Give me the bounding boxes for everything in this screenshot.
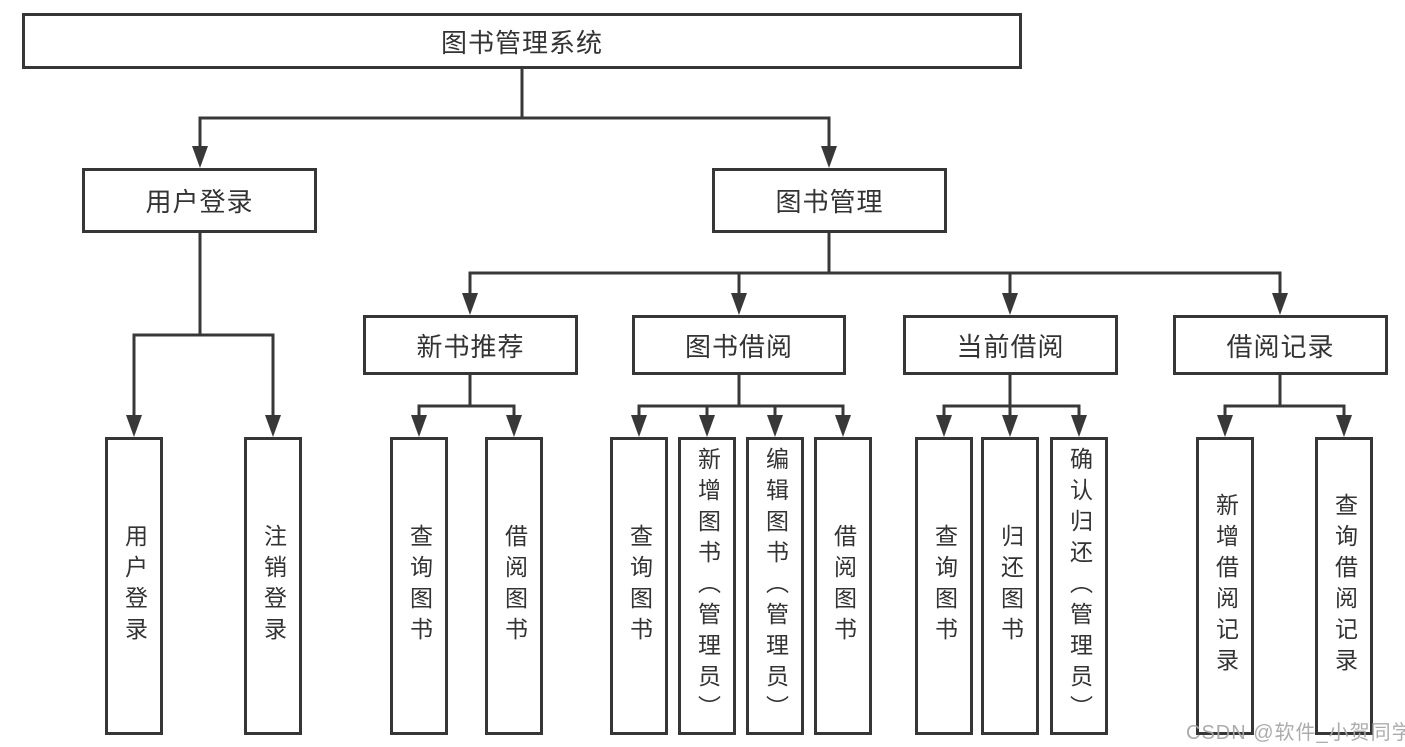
node-label: 查询图书 — [626, 524, 653, 648]
node-label: 查询借阅记录 — [1331, 493, 1358, 679]
node-current-borrowing: 当前借阅 — [903, 315, 1118, 375]
arrowhead-down-icon — [821, 146, 837, 168]
arrowhead-down-icon — [731, 293, 747, 315]
node-label: 新增图书（管理员） — [694, 446, 721, 726]
arrowhead-down-icon — [126, 415, 142, 437]
node-edit-books-admin: 编辑图书（管理员） — [746, 437, 804, 735]
node-confirm-return-admin: 确认归还（管理员） — [1050, 437, 1108, 735]
edge-root-to-level2 — [198, 69, 831, 147]
arrowhead-down-icon — [1002, 293, 1018, 315]
node-label: 图书管理 — [775, 187, 884, 217]
node-add-borrow-record: 新增借阅记录 — [1196, 437, 1254, 735]
node-return-books: 归还图书 — [981, 437, 1039, 735]
arrowhead-down-icon — [699, 415, 715, 437]
node-label: 查询图书 — [931, 524, 958, 648]
edge-borrow-records-to-children — [1223, 375, 1346, 416]
node-label: 图书管理系统 — [440, 27, 603, 58]
node-add-books-admin: 新增图书（管理员） — [678, 437, 736, 735]
arrowhead-down-icon — [767, 415, 783, 437]
node-label: 确认归还（管理员） — [1066, 446, 1093, 726]
arrowhead-down-icon — [631, 415, 647, 437]
arrowhead-down-icon — [1071, 415, 1087, 437]
node-user-login-action: 用户登录 — [105, 437, 163, 735]
node-label: 编辑图书（管理员） — [762, 446, 789, 726]
node-book-management-module: 图书管理 — [712, 168, 947, 233]
edge-current-borrow-to-children — [942, 375, 1081, 416]
arrowhead-down-icon — [1217, 415, 1233, 437]
arrowhead-down-icon — [506, 415, 522, 437]
arrowhead-down-icon — [835, 415, 851, 437]
node-borrow-books-newbooks: 借阅图书 — [485, 437, 543, 735]
node-library-management-system: 图书管理系统 — [22, 13, 1022, 69]
node-label: 借阅图书 — [501, 524, 528, 648]
node-borrow-books-borrowing: 借阅图书 — [814, 437, 872, 735]
arrowhead-down-icon — [462, 293, 478, 315]
node-label: 当前借阅 — [956, 331, 1065, 362]
arrowhead-down-icon — [936, 415, 952, 437]
node-user-login-module: 用户登录 — [82, 168, 317, 233]
node-query-books-borrowing: 查询图书 — [610, 437, 668, 735]
node-query-books-current: 查询图书 — [915, 437, 973, 735]
arrowhead-down-icon — [192, 146, 208, 168]
edge-new-books-to-children — [417, 375, 516, 416]
node-label: 借阅记录 — [1226, 331, 1335, 362]
node-label: 查询图书 — [406, 524, 433, 648]
node-book-borrowing: 图书借阅 — [632, 315, 846, 375]
node-label: 注销登录 — [260, 524, 287, 648]
arrowhead-down-icon — [1272, 293, 1288, 315]
node-label: 用户登录 — [145, 187, 254, 217]
arrowhead-down-icon — [265, 415, 281, 437]
arrowhead-down-icon — [1002, 415, 1018, 437]
node-label: 归还图书 — [997, 524, 1024, 648]
node-label: 用户登录 — [121, 524, 148, 648]
node-query-books-newbooks: 查询图书 — [390, 437, 448, 735]
node-label: 图书借阅 — [684, 331, 793, 362]
edge-user-login-to-children — [132, 233, 275, 416]
node-label: 借阅图书 — [830, 524, 857, 648]
edge-book-borrow-to-children — [637, 375, 845, 416]
node-label: 新书推荐 — [416, 331, 525, 362]
csdn-watermark: CSDN @软件_小贺同学 — [1186, 722, 1405, 744]
node-borrowing-records: 借阅记录 — [1173, 315, 1388, 375]
node-label: 新增借阅记录 — [1212, 493, 1239, 679]
arrowhead-down-icon — [411, 415, 427, 437]
node-new-book-recommendation: 新书推荐 — [363, 315, 578, 375]
arrowhead-down-icon — [1336, 415, 1352, 437]
node-query-borrow-record: 查询借阅记录 — [1315, 437, 1373, 735]
node-logout-action: 注销登录 — [244, 437, 302, 735]
edge-book-mgmt-to-level3 — [468, 233, 1282, 294]
